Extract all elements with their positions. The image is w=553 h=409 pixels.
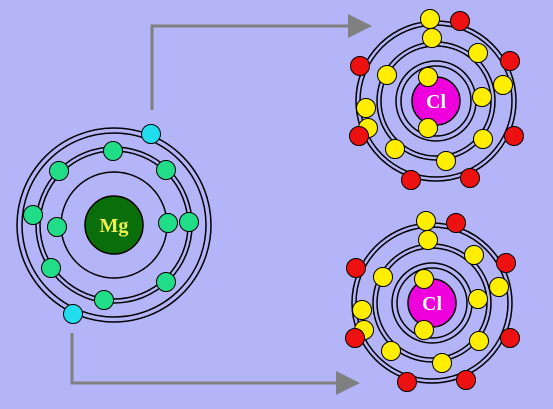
- electron: [420, 9, 440, 29]
- electron: [103, 141, 123, 161]
- valence-electron: [141, 124, 161, 144]
- arrow-head-top: [348, 14, 372, 38]
- mg-symbol: Mg: [100, 215, 129, 237]
- electron: [385, 139, 405, 159]
- shell-1: [400, 65, 472, 137]
- electron: [418, 118, 438, 138]
- outer-shell-electron: [500, 328, 520, 348]
- electron: [156, 272, 176, 292]
- electron: [489, 277, 509, 297]
- electron: [23, 205, 43, 225]
- arrow-head-bottom: [336, 371, 360, 395]
- outer-shell-electron: [500, 51, 520, 71]
- electron: [416, 211, 436, 231]
- electron: [469, 331, 489, 351]
- outer-shell-electron: [450, 11, 470, 31]
- outer-shell-electron: [446, 213, 466, 233]
- electron: [352, 300, 372, 320]
- electron: [356, 98, 376, 118]
- mg-nucleus: [84, 195, 144, 255]
- cl-top-electrons: [349, 9, 524, 190]
- electron-shells: [355, 20, 517, 182]
- electron: [418, 230, 438, 250]
- valence-electron: [63, 304, 83, 324]
- electron: [377, 65, 397, 85]
- electron: [436, 151, 456, 171]
- cl-symbol: Cl: [422, 293, 442, 315]
- electron: [47, 217, 67, 237]
- outer-shell-electron: [397, 372, 417, 392]
- electron: [41, 258, 61, 278]
- outer-shell-electron: [349, 126, 369, 146]
- electron: [468, 289, 488, 309]
- shell-1: [396, 267, 468, 339]
- electron: [179, 212, 199, 232]
- outer-shell-electron: [346, 258, 366, 278]
- arrow-to-chlorine-top: [150, 24, 350, 110]
- outer-shell-electron: [504, 126, 524, 146]
- chlorine-atom-bottom: Cl: [345, 211, 520, 392]
- electron: [158, 213, 178, 233]
- arrow-to-chlorine-bottom: [70, 333, 338, 385]
- electron: [381, 341, 401, 361]
- electron: [468, 43, 488, 63]
- electron: [414, 320, 434, 340]
- electron: [373, 267, 393, 287]
- chlorine-atom-top: Cl: [349, 9, 524, 190]
- outer-shell-electron: [456, 370, 476, 390]
- outer-shell-electron: [401, 170, 421, 190]
- mg-electrons: [23, 124, 199, 324]
- transfer-arrows: [70, 14, 372, 395]
- electron: [432, 353, 452, 373]
- electron: [94, 290, 114, 310]
- electron: [473, 129, 493, 149]
- outer-shell-electron: [460, 168, 480, 188]
- shell-3: [21, 132, 207, 318]
- outer-shell-electron: [496, 253, 516, 273]
- electron: [422, 28, 442, 48]
- electron: [464, 245, 484, 265]
- electron: [156, 160, 176, 180]
- electron: [493, 75, 513, 95]
- electron: [49, 161, 69, 181]
- electron: [414, 269, 434, 289]
- electron: [472, 87, 492, 107]
- electron: [418, 67, 438, 87]
- magnesium-atom: Mg: [16, 124, 212, 324]
- cl-bottom-electrons: [345, 211, 520, 392]
- cl-symbol: Cl: [426, 91, 446, 113]
- outer-shell-electron: [350, 56, 370, 76]
- outer-shell-electron: [345, 328, 365, 348]
- shell-3-outer: [16, 127, 212, 323]
